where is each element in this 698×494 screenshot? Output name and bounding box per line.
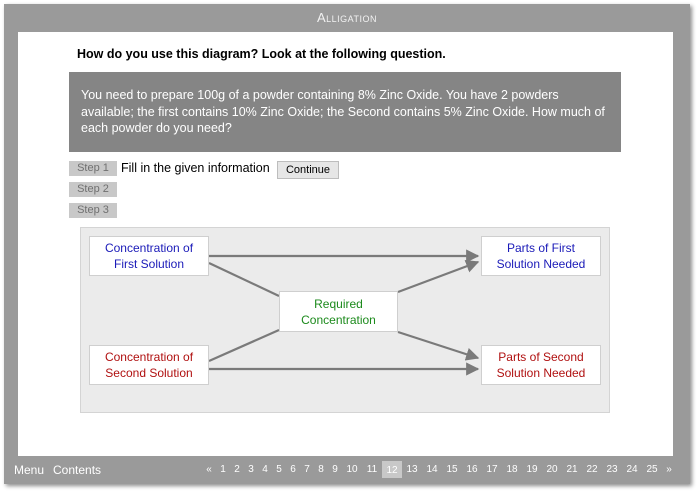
page-3-link[interactable]: 3 [248,464,254,475]
arrow-second-to-required [208,328,280,363]
arrow-required-to-parts-first [397,259,480,294]
parts-second-line2: Solution Needed [496,366,586,380]
concentration-second-line1: Concentration of [104,350,194,364]
required-line1: Required [314,296,363,311]
window-title: Alligation [316,10,377,25]
page-12-link[interactable]: 12 [382,461,402,478]
page-23-link[interactable]: 23 [606,464,618,475]
page-10-link[interactable]: 10 [346,464,358,475]
page-4-link[interactable]: 4 [262,464,268,475]
page-19-link[interactable]: 19 [526,464,538,475]
page-16-link[interactable]: 16 [466,464,478,475]
prev-page-button[interactable]: « [206,464,212,475]
page-20-link[interactable]: 20 [546,464,558,475]
page-17-link[interactable]: 17 [486,464,498,475]
page-14-link[interactable]: 14 [426,464,438,475]
page-18-link[interactable]: 18 [506,464,518,475]
step-1-instruction: Fill in the given information [121,161,270,175]
page-1-link[interactable]: 1 [220,464,226,475]
arrow-required-to-parts-second [397,330,480,361]
page-9-link[interactable]: 9 [332,464,338,475]
next-page-button[interactable]: » [666,464,672,475]
content-panel: How do you use this diagram? Look at the… [18,32,673,456]
menu-link[interactable]: Menu [14,463,45,477]
parts-first-line2: Solution Needed [496,257,586,271]
concentration-first-box: Concentration of First Solution [89,236,209,276]
diagram-arrows [208,249,480,376]
step-1-button[interactable]: Step 1 [69,161,117,176]
step-3-button[interactable]: Step 3 [69,203,117,218]
page-6-link[interactable]: 6 [290,464,296,475]
alligation-diagram: Concentration of First Solution Required… [80,227,610,413]
page-22-link[interactable]: 22 [586,464,598,475]
page-13-link[interactable]: 13 [406,464,418,475]
parts-first-box: Parts of First Solution Needed [481,236,601,276]
page-7-link[interactable]: 7 [304,464,310,475]
problem-statement: You need to prepare 100g of a powder con… [69,72,621,152]
question-heading: How do you use this diagram? Look at the… [77,47,446,61]
page-8-link[interactable]: 8 [318,464,324,475]
lesson-window: Alligation How do you use this diagram? … [4,4,690,484]
continue-button[interactable]: Continue [277,161,339,179]
arrow-first-to-required [208,262,280,297]
page-11-link[interactable]: 11 [366,464,378,475]
page-5-link[interactable]: 5 [276,464,282,475]
parts-first-line1: Parts of First [506,241,575,255]
parts-second-line1: Parts of Second [498,350,584,364]
page-15-link[interactable]: 15 [446,464,458,475]
concentration-second-line2: Second Solution [105,366,193,380]
page-21-link[interactable]: 21 [566,464,578,475]
concentration-first-line1: Concentration of [104,241,194,255]
required-concentration-box: Required Concentration [279,291,398,332]
contents-link[interactable]: Contents [53,463,102,477]
page-25-link[interactable]: 25 [646,464,658,475]
concentration-first-line2: First Solution [113,257,185,271]
required-line2: Concentration [301,312,376,327]
page-24-link[interactable]: 24 [626,464,638,475]
page-2-link[interactable]: 2 [234,464,240,475]
concentration-second-box: Concentration of Second Solution [89,345,209,385]
step-2-button[interactable]: Step 2 [69,182,117,197]
parts-second-box: Parts of Second Solution Needed [481,345,601,385]
